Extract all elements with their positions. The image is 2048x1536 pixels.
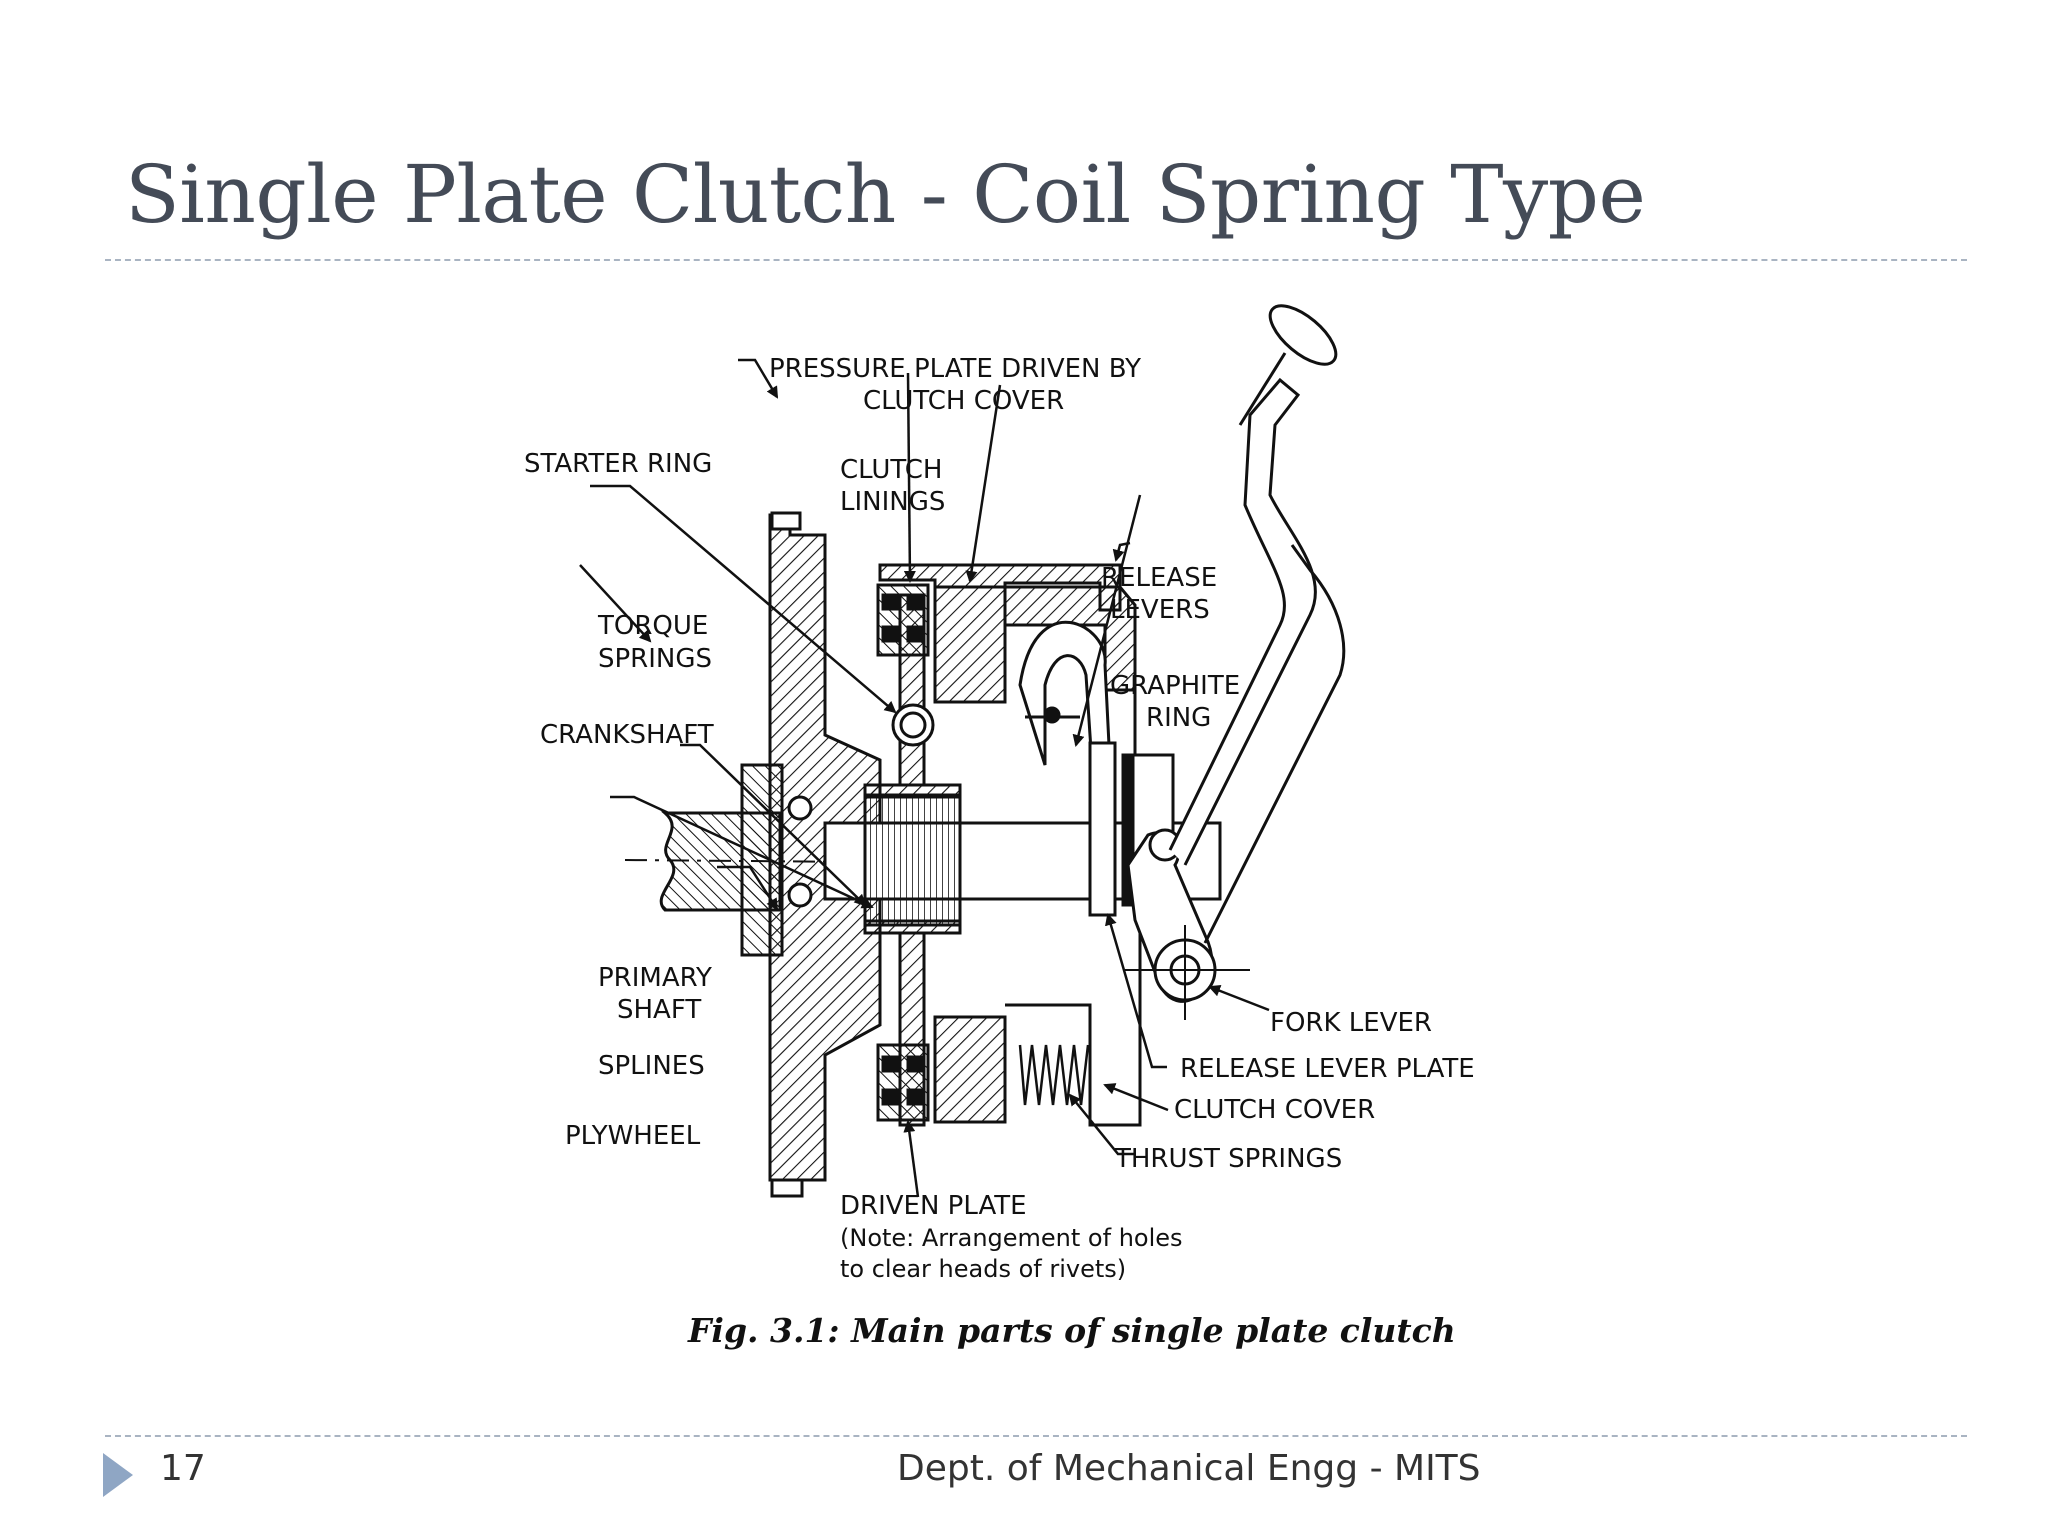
label-splines: SPLINES xyxy=(598,1051,705,1081)
label-graphite-ring: GRAPHITE xyxy=(1110,671,1241,701)
label-pressure-plate: PRESSURE PLATE DRIVEN BY xyxy=(769,354,1142,384)
slide-title: Single Plate Clutch - Coil Spring Type xyxy=(125,148,1646,241)
footer-divider xyxy=(105,1435,1967,1437)
label-driven-plate-note: (Note: Arrangement of holes xyxy=(840,1224,1183,1252)
label-fork-lever: FORK LEVER xyxy=(1270,1008,1432,1038)
figure-caption: Fig. 3.1: Main parts of single plate clu… xyxy=(688,1311,1456,1350)
label-flywheel: PLYWHEEL xyxy=(565,1121,701,1151)
label-primary-shaft: PRIMARY xyxy=(598,963,712,993)
label-torque-springs-line2: SPRINGS xyxy=(598,644,713,674)
label-torque-springs: TORQUE xyxy=(598,611,709,641)
label-starter-ring: STARTER RING xyxy=(524,449,713,479)
title-divider xyxy=(105,259,1967,261)
clutch-drawing xyxy=(579,304,1346,1198)
label-thrust-springs: THRUST SPRINGS xyxy=(1115,1144,1343,1174)
label-driven-plate: DRIVEN PLATE xyxy=(840,1191,1027,1221)
footer-arrow-icon xyxy=(103,1453,133,1497)
label-driven-plate-note-line2: to clear heads of rivets) xyxy=(840,1255,1127,1283)
label-graphite-ring-line2: RING xyxy=(1146,703,1212,733)
label-crankshaft: CRANKSHAFT xyxy=(540,720,714,750)
label-primary-shaft-line2: SHAFT xyxy=(617,995,702,1025)
clutch-diagram: PRESSURE PLATE DRIVEN BY CLUTCH COVER ST… xyxy=(480,265,1580,1385)
label-release-levers-line2: LEVERS xyxy=(1110,595,1210,625)
label-release-levers: RELEASE xyxy=(1101,563,1218,593)
page-number: 17 xyxy=(160,1448,206,1489)
label-clutch-cover: CLUTCH COVER xyxy=(1174,1095,1376,1125)
footer-department: Dept. of Mechanical Engg - MITS xyxy=(897,1448,1481,1489)
label-release-lever-plate: RELEASE LEVER PLATE xyxy=(1180,1054,1475,1084)
label-pressure-plate-line2: CLUTCH COVER xyxy=(863,386,1065,416)
label-clutch-linings-line2: LININGS xyxy=(840,487,946,517)
label-clutch-linings: CLUTCH xyxy=(840,455,943,485)
